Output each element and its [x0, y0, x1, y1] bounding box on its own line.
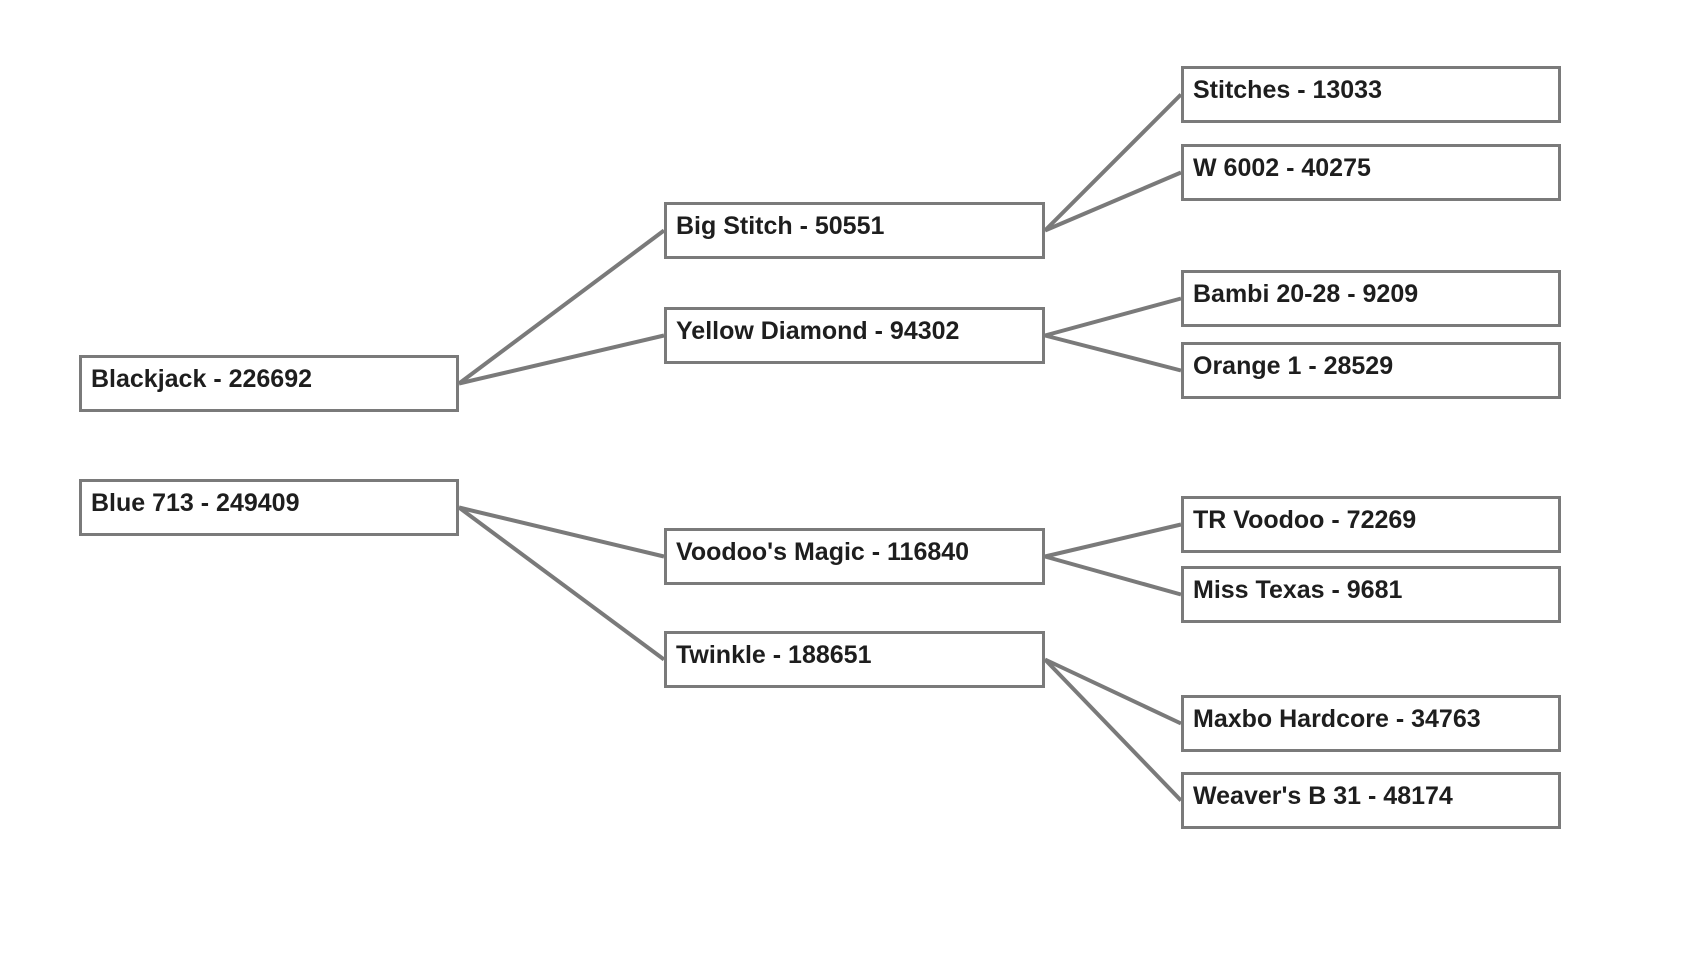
node-label: Miss Texas - 9681 [1193, 576, 1403, 604]
node-w-6002: W 6002 - 40275 [1181, 144, 1561, 201]
connector-bigstitch-w6002 [1044, 170, 1182, 233]
node-label: Twinkle - 188651 [676, 641, 872, 669]
node-stitches: Stitches - 13033 [1181, 66, 1561, 123]
connector-yellowdiamond-orange1 [1044, 333, 1182, 373]
node-yellow-diamond: Yellow Diamond - 94302 [664, 307, 1045, 364]
node-label: Big Stitch - 50551 [676, 212, 885, 240]
node-blackjack: Blackjack - 226692 [79, 355, 459, 412]
node-label: Orange 1 - 28529 [1193, 352, 1394, 380]
connector-yellowdiamond-bambi [1044, 296, 1182, 338]
node-label: Voodoo's Magic - 116840 [676, 538, 970, 566]
connector-twinkle-weaversb31 [1043, 658, 1183, 802]
connector-blue713-voodoosmagic [458, 505, 665, 559]
node-label: Weaver's B 31 - 48174 [1193, 782, 1453, 810]
node-label: Blue 713 - 249409 [91, 489, 300, 517]
node-voodoos-magic: Voodoo's Magic - 116840 [664, 528, 1045, 585]
node-blue-713: Blue 713 - 249409 [79, 479, 459, 536]
connector-bigstitch-stitches [1043, 93, 1183, 232]
node-bambi-20-28: Bambi 20-28 - 9209 [1181, 270, 1561, 327]
connector-blackjack-bigstitch [457, 228, 666, 386]
connector-twinkle-maxbo [1044, 657, 1182, 726]
node-tr-voodoo: TR Voodoo - 72269 [1181, 496, 1561, 553]
node-miss-texas: Miss Texas - 9681 [1181, 566, 1561, 623]
connector-voodoosmagic-misstexas [1044, 554, 1182, 597]
node-weavers-b-31: Weaver's B 31 - 48174 [1181, 772, 1561, 829]
connector-blackjack-yellowdiamond [458, 333, 665, 386]
connector-voodoosmagic-trvoodoo [1044, 522, 1182, 559]
node-label: Maxbo Hardcore - 34763 [1193, 705, 1481, 733]
node-label: Stitches - 13033 [1193, 76, 1382, 104]
node-twinkle: Twinkle - 188651 [664, 631, 1045, 688]
node-maxbo-hardcore: Maxbo Hardcore - 34763 [1181, 695, 1561, 752]
node-orange-1: Orange 1 - 28529 [1181, 342, 1561, 399]
node-label: TR Voodoo - 72269 [1193, 506, 1417, 534]
node-label: Blackjack - 226692 [91, 365, 313, 393]
connector-blue713-twinkle [457, 505, 666, 662]
node-label: W 6002 - 40275 [1193, 154, 1371, 182]
node-label: Bambi 20-28 - 9209 [1193, 280, 1419, 308]
node-big-stitch: Big Stitch - 50551 [664, 202, 1045, 259]
node-label: Yellow Diamond - 94302 [676, 317, 960, 345]
